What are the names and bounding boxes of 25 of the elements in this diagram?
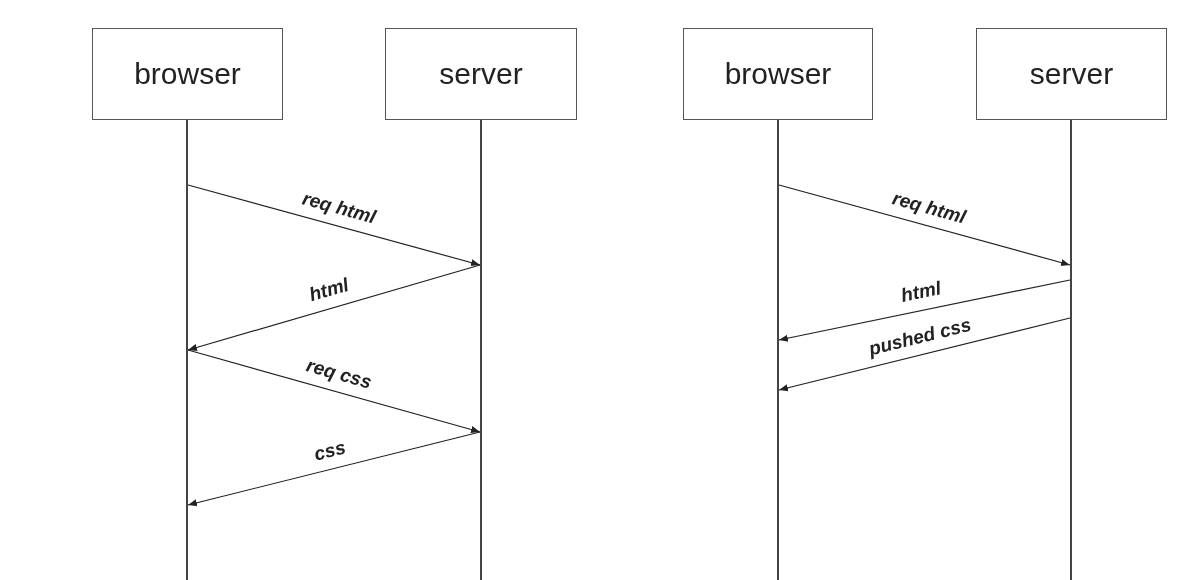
edge-label: html — [305, 273, 352, 307]
participant-box — [92, 28, 283, 120]
participant-box — [385, 28, 577, 120]
message-arrow — [187, 349, 481, 434]
participant-name: server — [1029, 57, 1114, 91]
edge-label: html — [898, 277, 944, 308]
edge-label: req css — [303, 353, 375, 394]
message-arrow — [187, 431, 481, 507]
message-arrow — [778, 317, 1071, 392]
edge-label: req html — [889, 186, 970, 229]
message-arrow — [187, 264, 481, 351]
message-arrow — [778, 184, 1071, 267]
edge-label: css — [310, 436, 349, 467]
lifeline — [777, 120, 779, 580]
message-arrow — [778, 279, 1071, 342]
lifeline — [480, 120, 482, 580]
lifeline — [1070, 120, 1072, 580]
participant-name: browser — [134, 57, 241, 91]
message-arrow — [187, 184, 481, 267]
participant-name: server — [439, 57, 523, 91]
participant-name: browser — [724, 57, 832, 91]
participant-box — [683, 28, 873, 120]
participant-box — [976, 28, 1167, 120]
edge-label: req html — [298, 186, 379, 229]
lifeline — [186, 120, 188, 580]
